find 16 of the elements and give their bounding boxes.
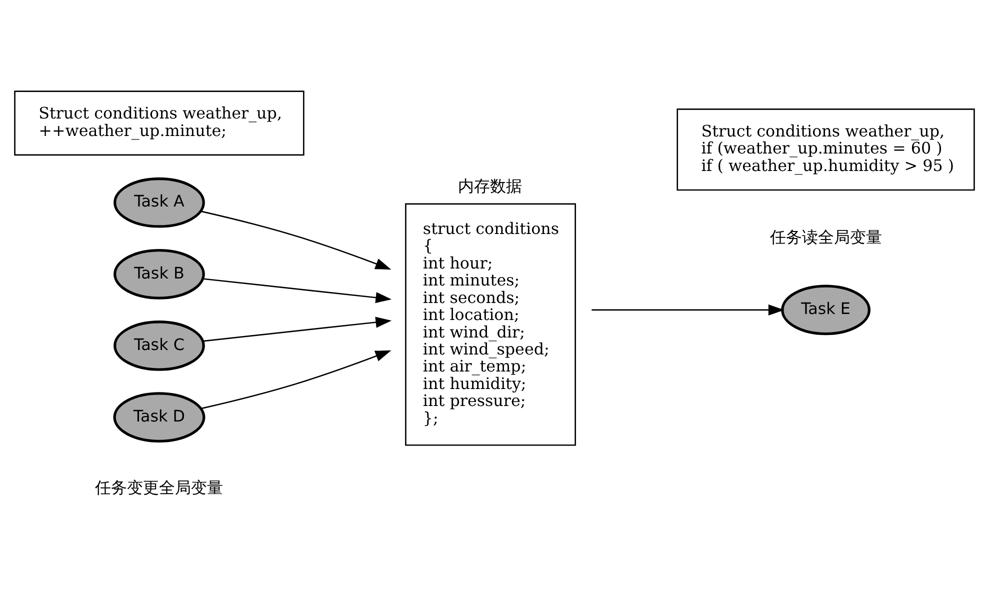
arrow bbox=[200, 350, 391, 410]
node-box: struct conditions { int hour; int minutes; int seconds; int location; int wind_dir; int wind_speed; int air_temp; int humidity; int pressure; }; bbox=[404, 203, 576, 446]
arrow bbox=[202, 278, 392, 304]
node-ellipse: Task E bbox=[780, 284, 870, 336]
arrow bbox=[200, 210, 391, 270]
node-label: 内存数据 bbox=[458, 176, 522, 196]
node-box: Struct conditions weather_up, ++weather_up.minute; bbox=[14, 90, 304, 156]
node-ellipse: Task B bbox=[113, 249, 204, 300]
node-box: Struct conditions weather_up, if (weather_up.minutes = 60 ) if ( weather_up.humidity > 95 ) bbox=[676, 108, 974, 191]
arrow bbox=[591, 304, 784, 316]
node-ellipse: Task A bbox=[113, 177, 204, 228]
arrow bbox=[202, 316, 392, 342]
node-ellipse: Task D bbox=[112, 392, 205, 442]
node-ellipse: Task C bbox=[113, 320, 204, 371]
label: 任务读全局变量 bbox=[769, 228, 882, 246]
label: 任务变更全局变量 bbox=[94, 478, 223, 497]
